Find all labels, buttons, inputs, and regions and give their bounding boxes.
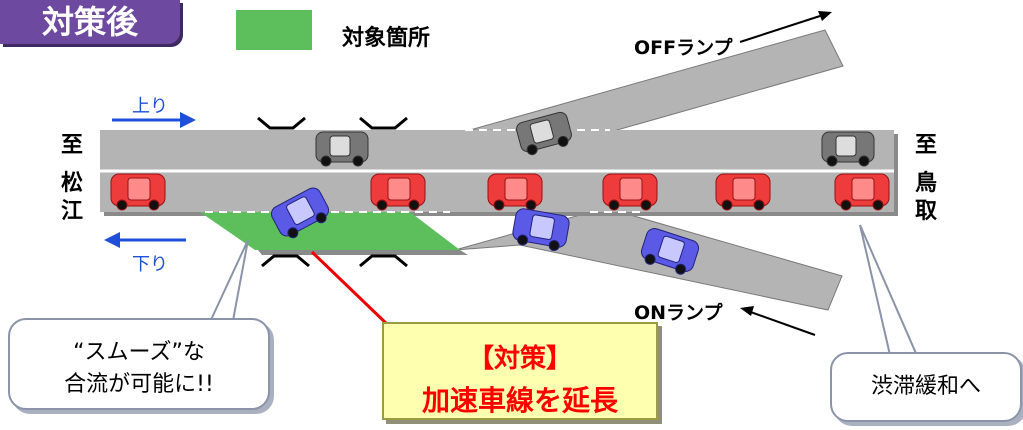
gray-car: [516, 111, 572, 156]
on-ramp-arrow: [740, 306, 816, 336]
red-car: [370, 173, 426, 211]
blue-car: [270, 187, 330, 239]
legend-label: 対象箇所: [342, 26, 431, 51]
off-ramp-label: OFFランプ: [634, 37, 733, 59]
red-car: [715, 173, 771, 211]
red-car: [602, 173, 658, 211]
legend-swatch: [236, 10, 312, 50]
red-car: [834, 173, 890, 211]
measure-callout: 【対策】 加速車線を延長: [382, 322, 658, 420]
on-ramp-label: ONランプ: [634, 302, 723, 324]
up-direction-arrow: [112, 112, 196, 128]
blue-car: [640, 228, 700, 275]
congestion-relief-callout: 渋滞緩和へ: [830, 352, 1022, 422]
gray-car: [821, 131, 875, 167]
destination-matsue: 至 松 江: [60, 133, 83, 224]
red-car: [110, 173, 166, 211]
blue-car: [512, 208, 570, 252]
bridge-markers: [257, 116, 408, 268]
after-measure-badge: 対策後: [0, 0, 180, 44]
smooth-merge-callout: “スムーズ”な 合流が可能に!!: [8, 318, 270, 410]
down-direction-arrow: [104, 232, 186, 248]
up-direction-label: 上り: [132, 96, 168, 117]
acceleration-lane: [200, 212, 460, 250]
down-direction-label: 下り: [132, 254, 168, 275]
gray-car: [315, 131, 369, 167]
measure-leader-line: [310, 250, 390, 327]
destination-tottori: 至 鳥 取: [914, 133, 937, 224]
red-car: [487, 173, 543, 211]
off-ramp-arrow: [739, 11, 832, 43]
